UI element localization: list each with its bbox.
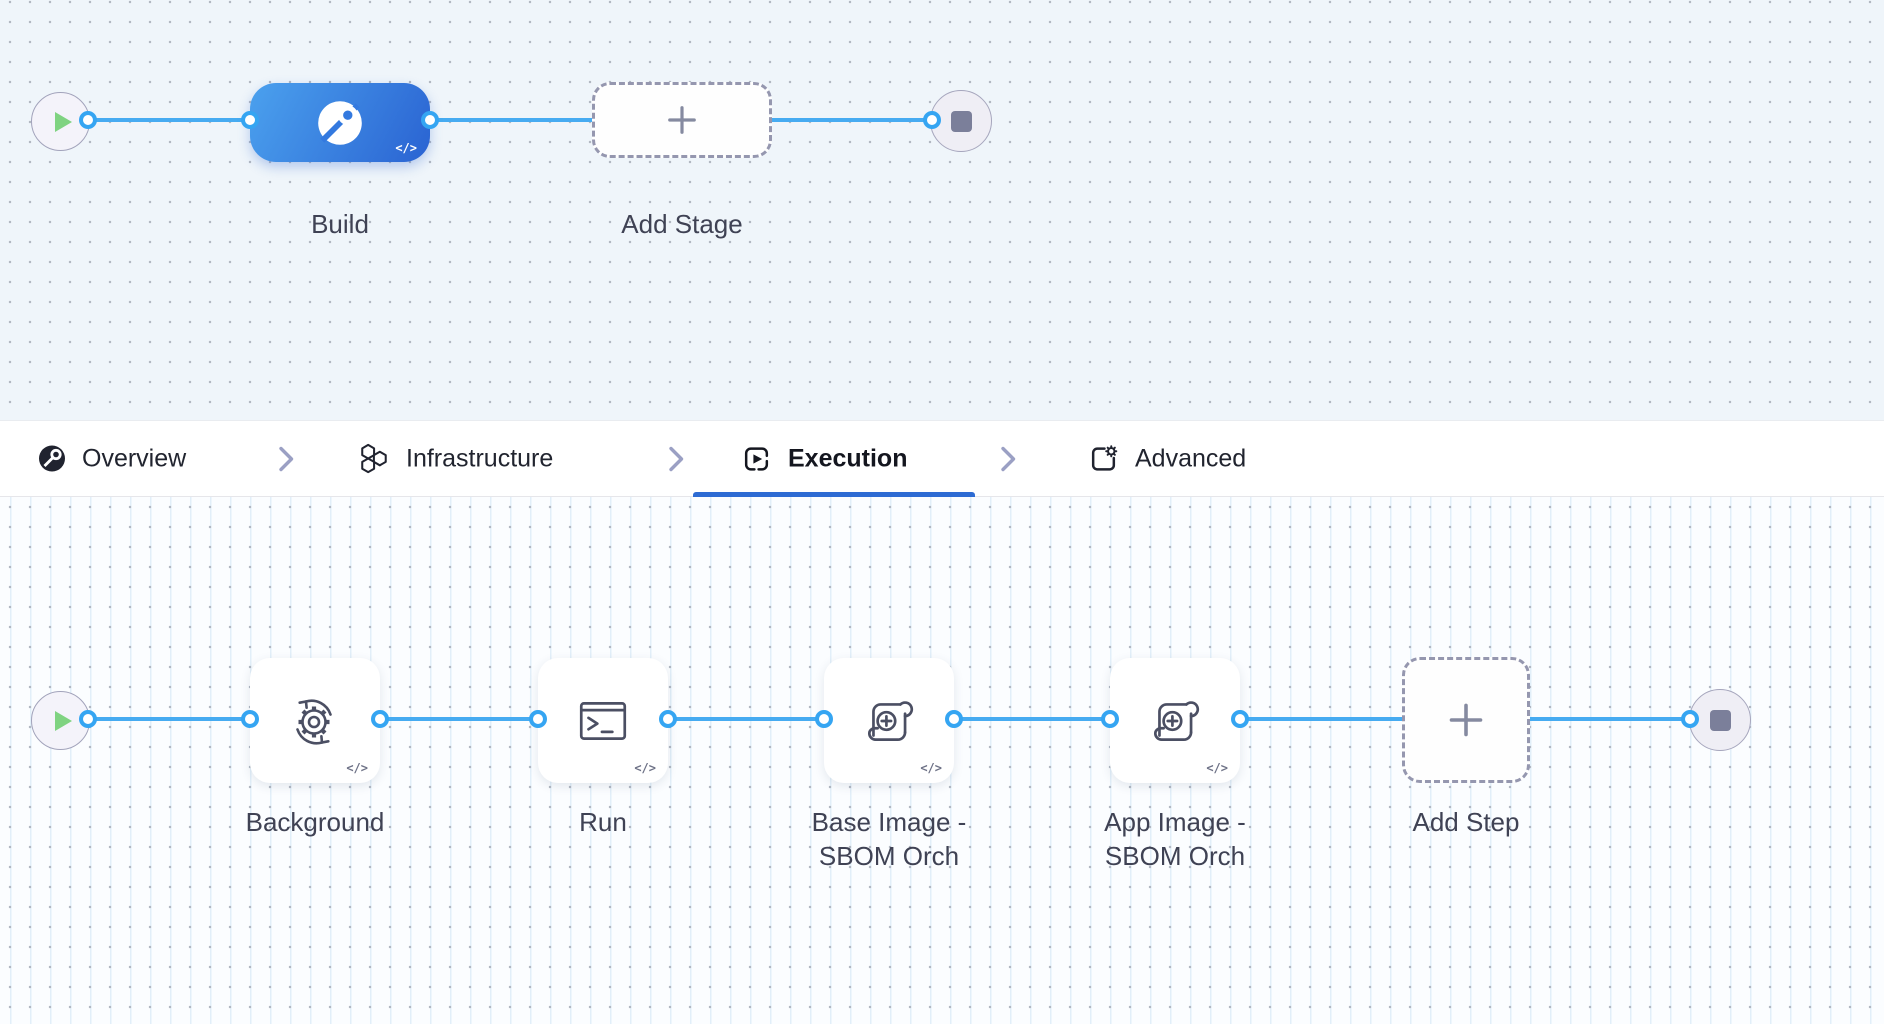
connector-port[interactable] (659, 710, 677, 728)
sbom-scroll-icon (867, 700, 914, 741)
step-card-run[interactable]: </> (538, 658, 668, 783)
step-card-base-image-sbom[interactable]: </> (824, 658, 954, 783)
step-label-line: SBOM Orch (1104, 841, 1246, 871)
execution-play-square-icon (744, 446, 769, 471)
play-icon (54, 111, 72, 132)
connector-port[interactable] (529, 710, 547, 728)
yaml-code-badge[interactable]: </> (346, 761, 368, 775)
step-label: Run (579, 805, 627, 839)
ci-build-icon (39, 445, 65, 472)
step-label-line: App Image - (1104, 807, 1246, 837)
terminal-icon (579, 701, 627, 740)
tab-execution[interactable]: Execution (741, 443, 907, 474)
stage-canvas[interactable]: </> Build Add Stage (0, 0, 1884, 420)
execution-canvas[interactable]: </> </> (0, 497, 1884, 1024)
step-label-line: SBOM Orch (818, 841, 960, 871)
yaml-code-badge[interactable]: </> (1206, 761, 1228, 775)
add-stage-button[interactable] (592, 82, 772, 158)
ci-build-icon (318, 100, 362, 145)
stage-flow-line (88, 118, 932, 122)
tab-label: Infrastructure (406, 444, 554, 472)
connector-port[interactable] (241, 111, 259, 129)
stop-icon (950, 110, 972, 132)
step-card-background[interactable]: </> (250, 658, 380, 783)
connector-port[interactable] (1681, 710, 1699, 728)
step-label: App Image - SBOM Orch (1104, 805, 1246, 873)
step-label-line: Background (245, 807, 385, 837)
connector-port[interactable] (79, 710, 97, 728)
tab-advanced[interactable]: Advanced (1088, 443, 1246, 474)
connector-port[interactable] (371, 710, 389, 728)
stage-card-build[interactable]: </> (250, 83, 430, 162)
connector-port[interactable] (815, 710, 833, 728)
tab-infrastructure[interactable]: Infrastructure (357, 442, 553, 475)
connector-port[interactable] (241, 710, 259, 728)
connector-port[interactable] (1231, 710, 1249, 728)
active-tab-underline (693, 492, 975, 497)
tab-label: Overview (82, 444, 187, 472)
add-stage-label: Add Stage (621, 209, 743, 239)
chevron-right-icon (669, 446, 684, 471)
stop-icon (1709, 709, 1731, 731)
step-label: Background (246, 805, 385, 839)
stage-config-tabbar: Overview Infrastructure (0, 420, 1884, 497)
tab-label: Execution (788, 444, 908, 472)
step-label-line: Run (579, 807, 627, 837)
add-step-label: Add Step (1412, 807, 1520, 837)
connector-port[interactable] (1101, 710, 1119, 728)
step-label-line: Base Image - (811, 807, 967, 837)
hexagons-icon (361, 443, 387, 473)
chevron-right-icon (279, 446, 294, 471)
advanced-gear-square-icon (1091, 444, 1118, 471)
play-icon (54, 710, 72, 731)
stage-label: Build (311, 209, 369, 239)
connector-port[interactable] (945, 710, 963, 728)
connector-port[interactable] (421, 111, 439, 129)
connector-port[interactable] (79, 111, 97, 129)
yaml-code-badge[interactable]: </> (395, 141, 417, 155)
step-label: Base Image - SBOM Orch (812, 805, 967, 873)
tab-label: Advanced (1135, 444, 1247, 472)
step-card-app-image-sbom[interactable]: </> (1110, 658, 1240, 783)
yaml-code-badge[interactable]: </> (634, 761, 656, 775)
plus-icon (1449, 703, 1483, 737)
yaml-code-badge[interactable]: </> (920, 761, 942, 775)
connector-port[interactable] (923, 111, 941, 129)
add-step-button[interactable] (1402, 657, 1530, 783)
sync-gear-icon (296, 698, 332, 745)
tab-overview[interactable]: Overview (38, 444, 186, 473)
plus-icon (668, 106, 696, 134)
stage-end-node (1689, 689, 1751, 751)
sbom-scroll-icon (1153, 700, 1200, 741)
chevron-right-icon (1001, 446, 1016, 471)
